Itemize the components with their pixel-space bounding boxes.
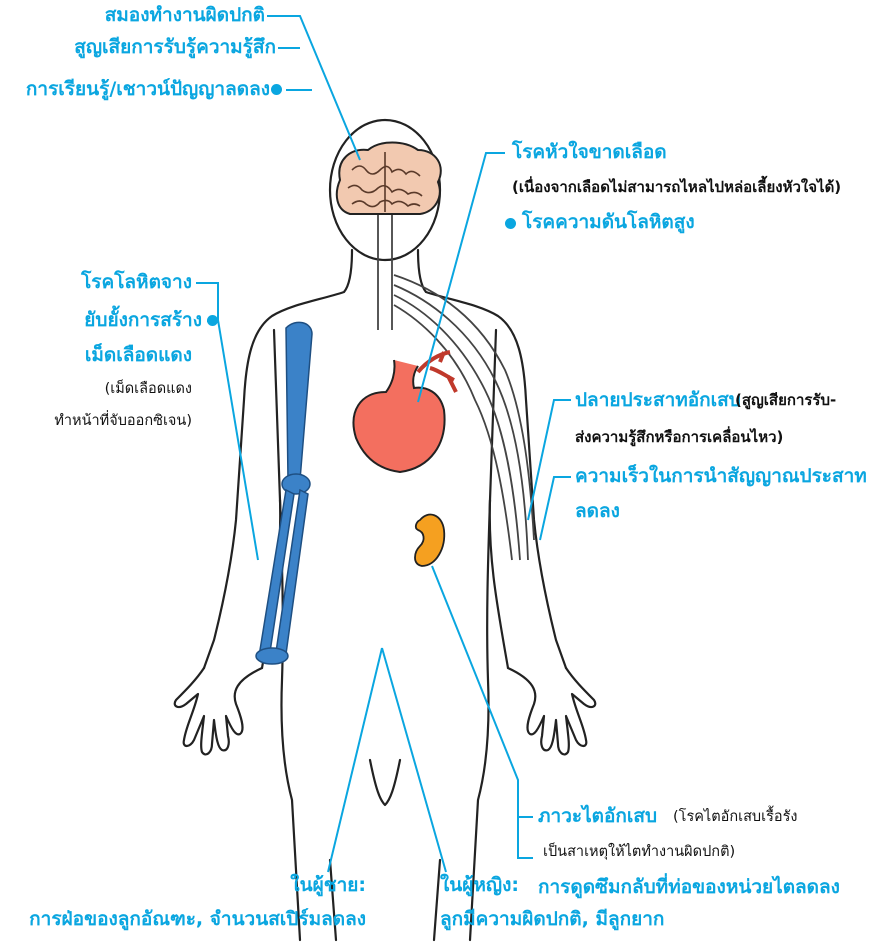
tubule-label: การดูดซึมกลับที่ท่อของหน่วยไตลดลง — [538, 878, 840, 897]
female-text: ลูกมีความผิดปกติ, มีลูกยาก — [440, 910, 664, 929]
brain-bullet-dot — [271, 84, 282, 95]
heart-label-ischemic: โรคหัวใจขาดเลือด — [512, 143, 667, 162]
rbc-label: เม็ดเลือดแดง — [20, 346, 192, 365]
hypertension-bullet-dot — [505, 218, 516, 229]
neuritis-note-2: ส่งความรู้สึกหรือการเคลื่อนไหว) — [575, 430, 783, 445]
brain-label-dysfunction: สมองทำงานผิดปกติ — [60, 6, 265, 25]
brain — [337, 143, 441, 215]
anemia-label: โรคโลหิตจาง — [40, 273, 192, 292]
rbc-note-2: ทำหน้าที่จับออกซิเจน) — [0, 414, 192, 429]
nephritis-note-1: (โรคไตอักเสบเรื้อรัง — [673, 810, 797, 825]
nephritis-note-2: เป็นสาเหตุให้ไตทำงานผิดปกติ) — [543, 845, 735, 860]
nerve-speed-label-2: ลดลง — [575, 502, 620, 521]
anemia-bullet-dot — [207, 315, 218, 326]
heart-label-hypertension: โรคความดันโลหิตสูง — [522, 213, 695, 232]
brain-label-learning: การเรียนรู้/เชาวน์ปัญญาลดลง — [8, 80, 270, 99]
neuritis-note-1: (สูญเสียการรับ- — [735, 393, 836, 408]
kidney — [415, 515, 444, 566]
neuritis-label: ปลายประสาทอักเสบ — [575, 391, 741, 410]
heart — [354, 352, 456, 472]
nephritis-label: ภาวะไตอักเสบ — [538, 807, 657, 826]
male-title: ในผู้ชาย: — [100, 876, 366, 895]
male-text: การฝ่อของลูกอัณฑะ, จำนวนสเปิร์มลดลง — [10, 910, 366, 929]
rbc-inhibit-label: ยับยั้งการสร้าง — [20, 311, 202, 330]
nerve-speed-label: ความเร็วในการนำสัญญาณประสาท — [575, 467, 867, 486]
arm-bone — [256, 322, 312, 664]
brain-label-sensory-loss: สูญเสียการรับรู้ความรู้สึก — [40, 38, 276, 57]
heart-label-note: (เนื่องจากเลือดไม่สามารถไหลไปหล่อเลี้ยงห… — [512, 180, 841, 195]
female-title: ในผู้หญิง: — [440, 876, 519, 895]
rbc-note-1: (เม็ดเลือดแดง — [20, 382, 192, 397]
